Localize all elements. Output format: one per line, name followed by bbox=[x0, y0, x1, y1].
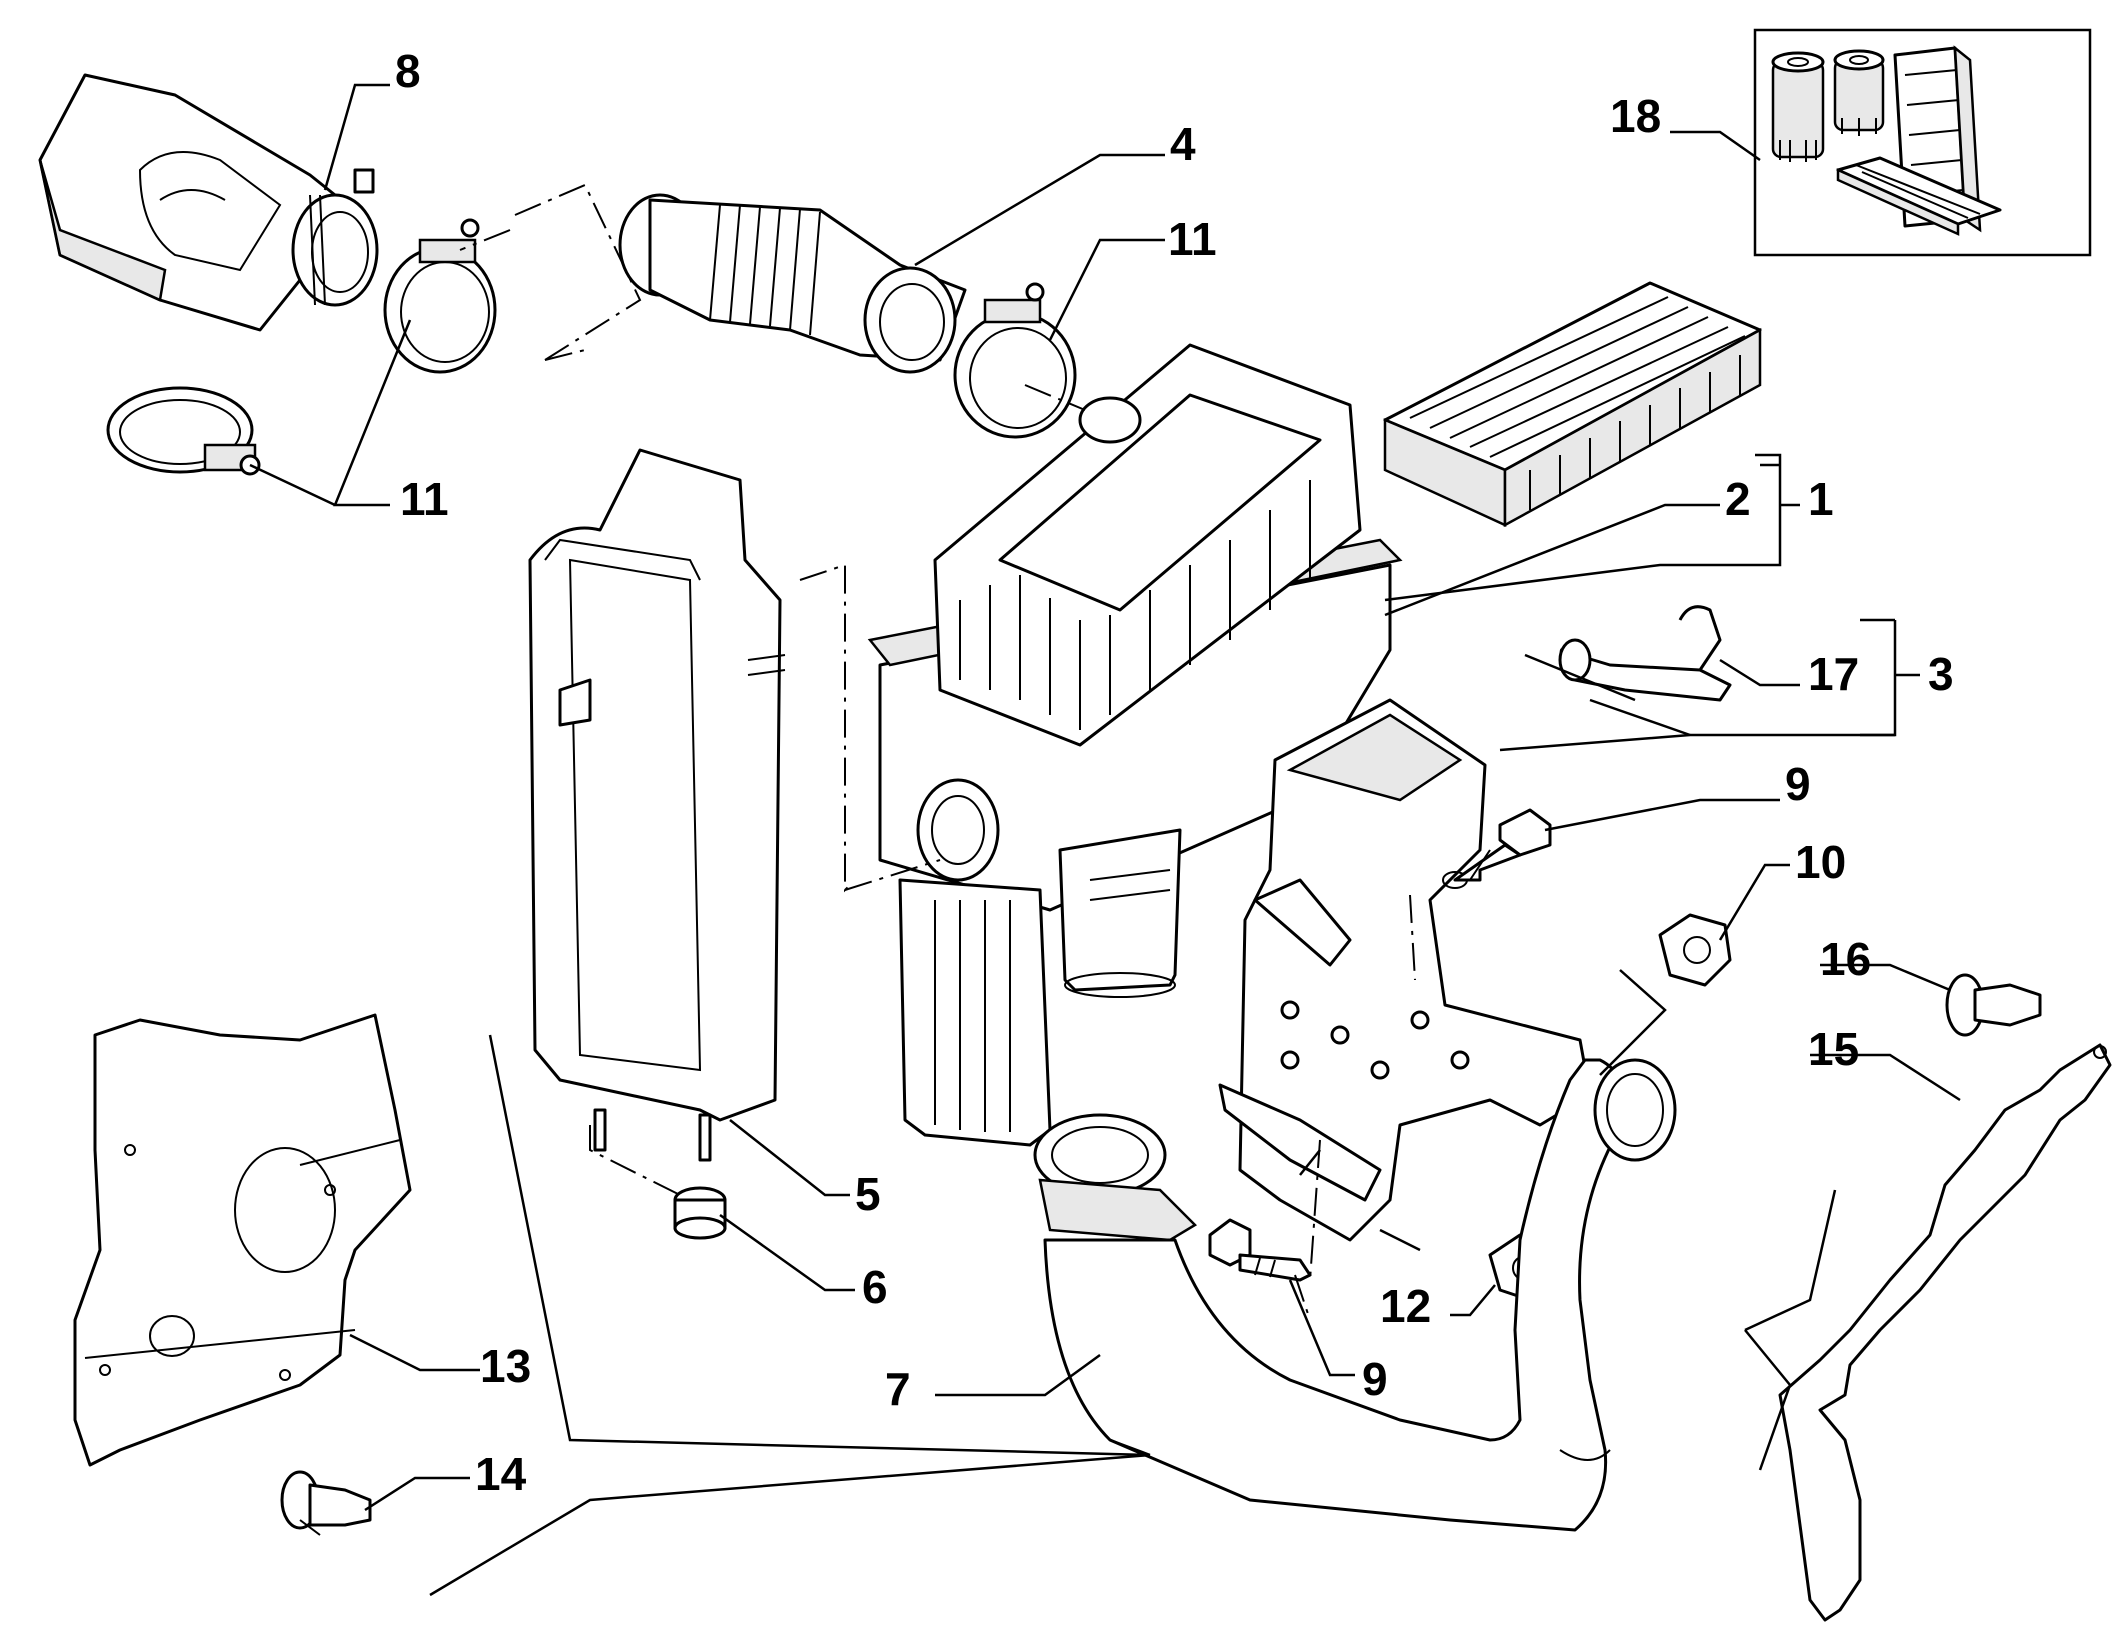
rubber-grommet bbox=[673, 1186, 727, 1240]
fuel-filter-icon bbox=[1833, 49, 1885, 136]
callout-labels: 8 4 11 11 18 2 1 17 3 9 10 16 15 5 6 12 … bbox=[395, 45, 1954, 1500]
heat-shield-left bbox=[73, 1013, 412, 1467]
retaining-clip bbox=[1558, 605, 1732, 702]
air-filter-housing bbox=[867, 343, 1403, 1147]
callout-15: 15 bbox=[1808, 1023, 1859, 1075]
corrugated-intake-hose bbox=[618, 193, 967, 374]
callout-2: 2 bbox=[1725, 473, 1751, 525]
callout-9-lower: 9 bbox=[1362, 1353, 1388, 1405]
callout-1: 1 bbox=[1808, 473, 1834, 525]
oil-filter-icon bbox=[1771, 51, 1825, 162]
callout-4: 4 bbox=[1170, 118, 1196, 170]
push-clip-right bbox=[1945, 973, 2042, 1037]
air-filter-element bbox=[1383, 281, 1762, 528]
assembly-dash-lines bbox=[459, 183, 1416, 1321]
callout-8: 8 bbox=[395, 45, 421, 97]
callout-18: 18 bbox=[1610, 90, 1661, 142]
callout-12: 12 bbox=[1380, 1280, 1431, 1332]
callout-7: 7 bbox=[885, 1363, 911, 1415]
callout-11-lower: 11 bbox=[400, 473, 449, 525]
resonator-box bbox=[528, 448, 786, 1162]
callout-5: 5 bbox=[855, 1168, 881, 1220]
callout-6: 6 bbox=[862, 1261, 888, 1313]
callout-13: 13 bbox=[480, 1340, 531, 1392]
air-filter-small-icon bbox=[1836, 156, 2002, 236]
bolt-lower bbox=[1208, 1218, 1312, 1282]
service-kit-inset bbox=[1753, 28, 2092, 257]
flange-nut-upper bbox=[1658, 913, 1732, 987]
air-box-bracket bbox=[1218, 698, 1592, 1242]
callout-14: 14 bbox=[475, 1448, 527, 1500]
intake-duct-front bbox=[38, 73, 379, 332]
callout-16: 16 bbox=[1820, 933, 1871, 985]
heat-shield-right bbox=[1778, 1043, 2112, 1622]
callout-9-upper: 9 bbox=[1785, 758, 1811, 810]
hose-clamp-upper-left bbox=[383, 218, 497, 374]
bolt-upper bbox=[1453, 808, 1552, 882]
callout-17: 17 bbox=[1808, 648, 1859, 700]
leader-lines bbox=[249, 83, 1961, 1597]
callout-3: 3 bbox=[1928, 648, 1954, 700]
lower-air-duct bbox=[1033, 1058, 1677, 1532]
hose-clamp-lower-left bbox=[106, 386, 261, 476]
callout-10: 10 bbox=[1795, 836, 1846, 888]
hose-clamp-right bbox=[953, 282, 1077, 439]
push-clip-left bbox=[280, 1470, 372, 1536]
callout-11-upper: 11 bbox=[1168, 213, 1217, 265]
